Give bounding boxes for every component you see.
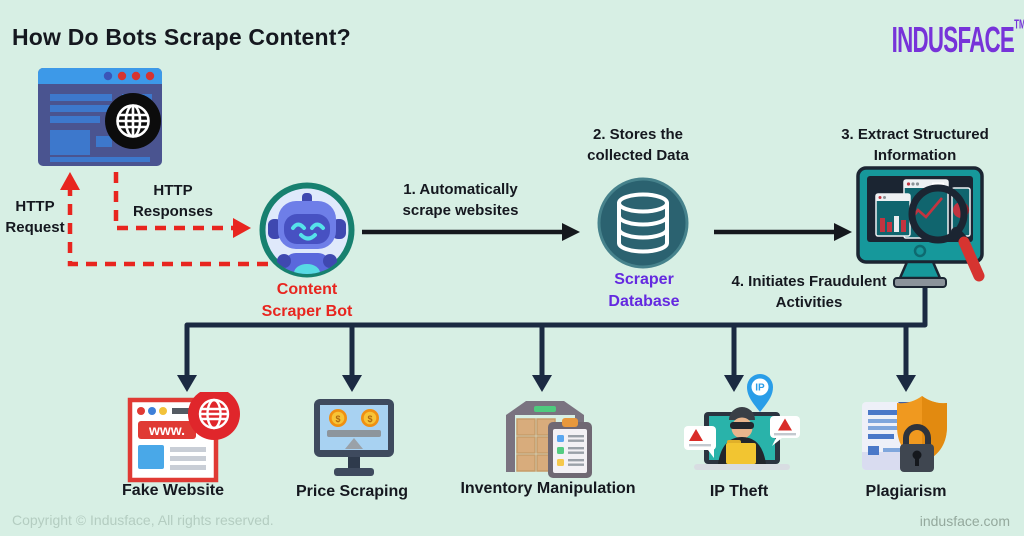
branch-arrowhead-2 xyxy=(342,375,362,392)
step3-label: 3. Extract Structured Information xyxy=(841,126,989,165)
branch-line xyxy=(184,276,928,378)
scrape-arrowhead xyxy=(562,223,580,241)
monitor-stand xyxy=(898,260,942,280)
coin-right: $ xyxy=(361,409,379,427)
logo-tm: TM xyxy=(1014,18,1024,33)
www-badge: www. xyxy=(148,422,185,438)
magnifier-handle xyxy=(958,236,985,282)
hacker xyxy=(718,407,766,464)
outcome-label-price-scraping: Price Scraping xyxy=(295,483,409,500)
outcome-label-inventory-manipulation: Inventory Manipulation xyxy=(460,480,636,497)
coin-left: $ xyxy=(329,409,347,427)
http-responses-arrowhead xyxy=(233,218,251,238)
extract-monitor-icon xyxy=(856,166,985,288)
fake-globe-badge xyxy=(188,392,240,440)
lock xyxy=(900,424,934,472)
branch-arrowhead-1 xyxy=(177,375,197,392)
page-title: How Do Bots Scrape Content? xyxy=(12,24,351,50)
svg-text:$: $ xyxy=(335,414,340,424)
warning-bubble-right xyxy=(770,416,800,446)
magnifier-lens xyxy=(908,184,968,244)
laptop-base xyxy=(694,464,790,470)
http-responses-arrow xyxy=(113,172,234,231)
scraper-database-icon xyxy=(597,177,689,269)
monitor-base xyxy=(893,277,947,288)
branch-arrowhead-5 xyxy=(896,375,916,392)
extract-arrowhead xyxy=(834,223,852,241)
step1-label: 1. Automatically scrape websites xyxy=(402,181,519,220)
footer-site-link: indusface.com xyxy=(919,513,1010,529)
outcome-label-fake-website: Fake Website xyxy=(122,482,224,499)
ip-pin: IP xyxy=(747,374,773,412)
scraper-bot-icon xyxy=(259,182,355,278)
fake-website-icon: www. xyxy=(127,392,240,483)
bot-label: Content Scraper Bot xyxy=(261,281,353,320)
http-request-arrowhead xyxy=(60,172,80,190)
branch-arrowhead-4 xyxy=(724,375,744,392)
footer-copyright: Copyright © Indusface, All rights reserv… xyxy=(12,512,274,528)
database-label: Scraper Database xyxy=(608,271,680,310)
http-responses-label: HTTP Responses xyxy=(132,182,214,221)
globe-icon xyxy=(105,93,161,149)
inventory-manipulation-icon xyxy=(506,401,592,478)
outcome-label-plagiarism: Plagiarism xyxy=(865,483,947,500)
step2-label: 2. Stores the collected Data xyxy=(587,126,689,165)
plagiarism-icon xyxy=(862,396,947,472)
warning-bubble-left xyxy=(684,426,716,458)
checklist-clipboard xyxy=(548,418,592,478)
indusface-logo: INDUSFACETM xyxy=(891,18,1024,62)
logo-text: INDUSFACE xyxy=(891,19,1015,61)
ip-theft-icon: IP xyxy=(684,374,800,470)
http-request-label: HTTP Request xyxy=(5,198,65,237)
svg-text:$: $ xyxy=(367,414,372,424)
branch-arrowhead-3 xyxy=(532,375,552,392)
outcome-label-ip-theft: IP Theft xyxy=(709,483,769,500)
ip-badge: IP xyxy=(755,383,765,394)
step4-label: 4. Initiates Fraudulent Activities xyxy=(731,273,887,312)
price-scraping-icon: $ $ xyxy=(314,399,394,476)
http-request-arrow xyxy=(67,188,268,267)
screen-window-left xyxy=(875,193,911,237)
